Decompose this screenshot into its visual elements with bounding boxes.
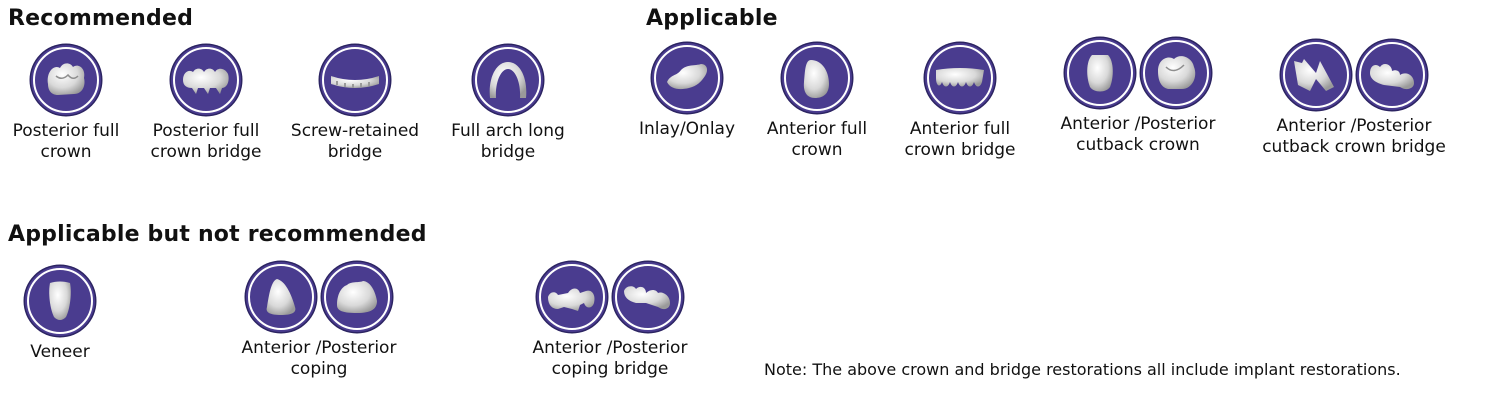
posterior-crown-icon <box>31 45 101 115</box>
anterior-cutback-bridge-icon <box>1281 40 1351 110</box>
anterior-coping-icon <box>246 262 316 332</box>
section-title-applicable: Applicable <box>646 6 778 31</box>
veneer-icon <box>25 266 95 336</box>
posterior-coping-bridge-icon <box>613 262 683 332</box>
anterior-coping-bridge-icon <box>537 262 607 332</box>
full-arch-icon <box>473 45 543 115</box>
posterior-cutback-icon <box>1141 38 1211 108</box>
anterior-cutback-icon <box>1065 38 1135 108</box>
section-title-applicable-not-recommended: Applicable but not recommended <box>8 222 427 247</box>
item-label: Veneer <box>30 342 90 362</box>
posterior-bridge-icon <box>171 45 241 115</box>
section-title-recommended: Recommended <box>8 6 194 31</box>
screw-retained-bridge-icon <box>320 45 390 115</box>
inlay-onlay-icon <box>652 43 722 113</box>
anterior-crown-icon <box>782 43 852 113</box>
anterior-bridge-icon <box>925 43 995 113</box>
item-label: Inlay/Onlay <box>638 119 736 139</box>
posterior-cutback-bridge-icon <box>1357 40 1427 110</box>
item-inlay-onlay: Inlay/Onlay <box>626 43 748 140</box>
item-veneer: Veneer <box>10 266 110 363</box>
posterior-coping-icon <box>322 262 392 332</box>
implant-note: Note: The above crown and bridge restora… <box>764 360 1401 379</box>
